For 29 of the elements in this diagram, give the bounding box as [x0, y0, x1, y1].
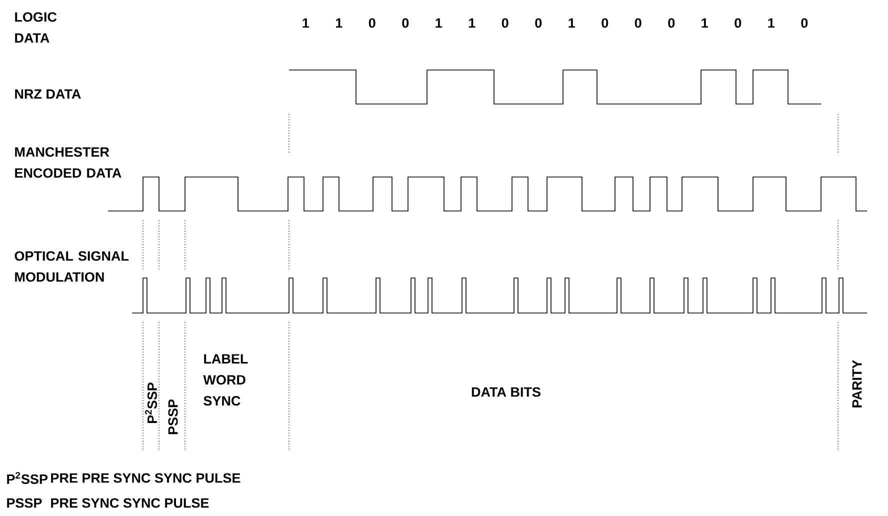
bit-value: 0	[368, 18, 376, 28]
bit-value: 1	[302, 18, 309, 28]
bit-value: 0	[402, 18, 409, 28]
bit-value: 0	[734, 18, 742, 28]
legend-text: PRE PRE SYNC SYNC PULSE	[51, 473, 240, 483]
bit-value: 1	[702, 18, 708, 28]
segment-label: LABEL WORD SYNC	[203, 354, 248, 406]
bit-value: 1	[436, 18, 442, 28]
bit-value: 0	[535, 18, 542, 28]
segment-label: PSSP	[168, 399, 178, 434]
segment-label: P$^{2}$SSP	[145, 382, 157, 423]
bit-value: 0	[634, 18, 642, 28]
row-label: OPTICAL SIGNAL MODULATION	[14, 251, 129, 282]
row-label: MANCHESTER ENCODED DATA	[15, 147, 122, 178]
segment-label: PARITY	[852, 360, 862, 408]
bit-value: 1	[469, 18, 476, 28]
bit-value: 0	[801, 18, 808, 28]
bit-value: 0	[602, 18, 608, 28]
legend-text: PRE SYNC SYNC PULSE	[51, 498, 209, 508]
bit-value: 1	[768, 18, 774, 28]
row-label: LOGIC DATA	[15, 12, 57, 43]
legend-abbreviation: P$^{2}$SSP	[7, 472, 48, 484]
bit-value: 1	[568, 18, 575, 28]
segment-label: DATA BITS	[472, 387, 540, 397]
legend-abbreviation: PSSP	[7, 498, 42, 508]
bit-value: 1	[336, 18, 342, 28]
row-label: NRZ DATA	[15, 89, 81, 99]
bit-value: 0	[502, 18, 508, 28]
bit-value: 0	[668, 18, 675, 28]
